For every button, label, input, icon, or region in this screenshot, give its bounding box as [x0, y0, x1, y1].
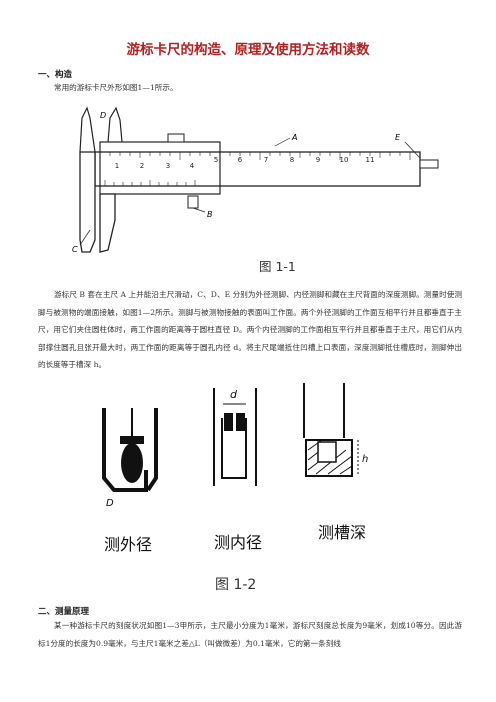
section-heading-structure: 一、构造 [38, 70, 73, 80]
paragraph-principle: 某一种游标卡尺的刻度状况如图1—3甲所示，主尺最小分度为1毫米，游标尺刻度总长度… [38, 621, 462, 648]
vernier-slider [99, 141, 221, 195]
letter-D: D [106, 498, 114, 509]
depth-sketch: h [303, 383, 368, 477]
fixed-jaw [79, 151, 96, 253]
scale-number: 4 [190, 162, 195, 170]
scale-number: 8 [290, 156, 294, 164]
moving-inner-jaw [107, 106, 123, 143]
label-A: A [291, 133, 297, 142]
figure-2-caption: 图 1-2 [215, 577, 257, 593]
depth-rod [419, 159, 439, 169]
figure-1-caption: 图 1-1 [259, 259, 296, 274]
scale-number: 9 [316, 156, 320, 164]
thumb-screw [167, 133, 185, 143]
sub-label-inner: 测内径 [214, 533, 262, 552]
label-B: B [207, 210, 213, 219]
scale-number: 1 [115, 162, 119, 170]
figure-caliper: 0 1 2 3 4 5 6 7 8 9 10 11 A B C D E [72, 106, 439, 254]
scale-number: 11 [366, 156, 375, 164]
moving-jaw [99, 193, 116, 253]
letter-d: d [230, 388, 238, 401]
inner-diameter-sketch: d [213, 388, 257, 486]
label-E: E [395, 133, 401, 142]
scale-number: 10 [340, 156, 349, 164]
label-C: C [72, 245, 78, 254]
scale-number: 2 [140, 162, 144, 170]
figure-measurements: D d h 测外径 测内径 测槽深 [102, 383, 368, 554]
outer-diameter-sketch: D [102, 408, 158, 509]
main-scale-bar [94, 151, 421, 187]
sub-label-outer: 测外径 [104, 535, 152, 554]
scale-number: 3 [166, 162, 170, 170]
scale-number: 6 [238, 156, 243, 164]
intro-sentence: 常用的游标卡尺外形如图1—1所示。 [54, 83, 178, 92]
letter-h: h [362, 454, 368, 465]
scale-number: 7 [264, 156, 268, 164]
fixed-inner-jaw [79, 106, 96, 153]
vernier-ticks [104, 180, 196, 186]
sub-label-depth: 测槽深 [318, 523, 366, 542]
page-title: 游标卡尺的构造、原理及使用方法和读数 [126, 42, 370, 58]
paragraph-structure: 游标尺 B 套在主尺 A 上并能沿主尺滑动，C、D、E 分别为外径测脚、内径测脚… [38, 290, 462, 370]
scale-number: 5 [214, 156, 218, 164]
label-D: D [100, 111, 106, 120]
section-heading-principle: 二、测量原理 [38, 607, 90, 617]
